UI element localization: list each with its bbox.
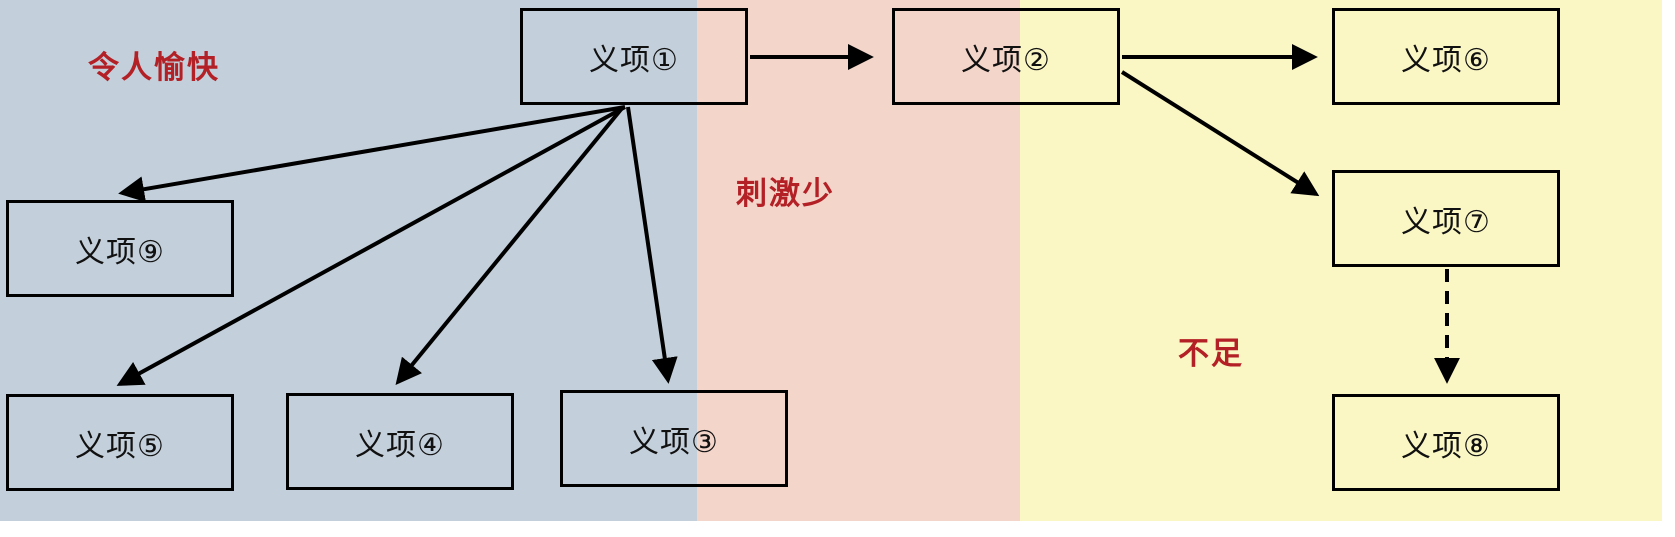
region-label-low-stimulation: 刺激少 [736,176,835,212]
node-sense-8-label: 义项⑧ [1401,428,1491,464]
node-sense-1: 义项① [520,8,748,105]
node-sense-2: 义项② [892,8,1120,105]
edge-s1-s4 [395,105,625,386]
node-sense-6: 义项⑥ [1332,8,1560,105]
node-sense-4: 义项④ [286,393,514,490]
node-sense-4-label: 义项④ [355,427,445,463]
node-sense-5-label: 义项⑤ [75,428,165,464]
node-sense-7: 义项⑦ [1332,170,1560,267]
node-sense-3-label: 义项③ [629,424,719,460]
edge-s2-s7 [1120,70,1320,197]
node-sense-7-label: 义项⑦ [1401,204,1491,240]
node-sense-1-label: 义项① [589,42,679,78]
node-sense-9-label: 义项⑨ [75,234,165,270]
region-label-pleasant: 令人愉快 [88,50,220,86]
edge-s1-s9 [118,105,626,203]
node-sense-6-label: 义项⑥ [1401,42,1491,78]
node-sense-9: 义项⑨ [6,200,234,297]
node-sense-5: 义项⑤ [6,394,234,491]
node-sense-3: 义项③ [560,390,788,487]
edge-s1-s5 [116,105,626,386]
region-low-stimulation [697,0,1020,521]
region-insufficient [1020,0,1662,521]
node-sense-2-label: 义项② [961,42,1051,78]
edge-s1-s3 [626,106,678,384]
node-sense-8: 义项⑧ [1332,394,1560,491]
region-label-insufficient: 不足 [1178,336,1244,372]
